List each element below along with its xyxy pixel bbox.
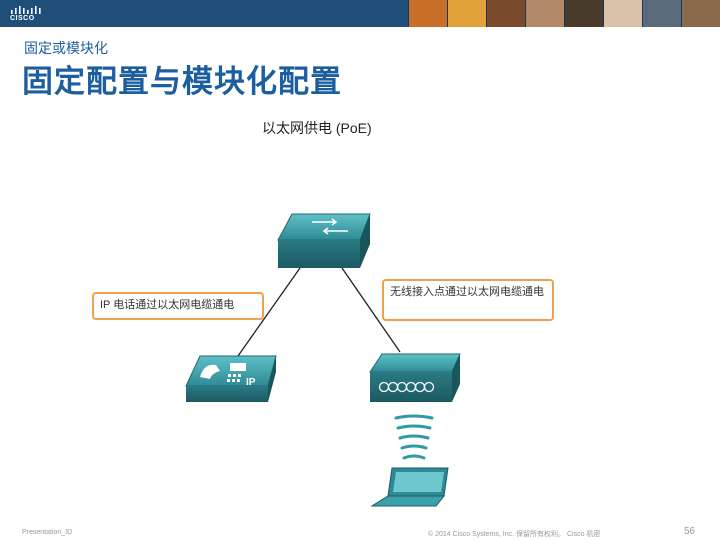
- callout-ip-phone: IP 电话通过以太网电缆通电: [92, 292, 264, 320]
- access-point-icon: [369, 353, 461, 402]
- switch-icon: [277, 213, 371, 268]
- header-photo-strip: [408, 0, 720, 27]
- link-switch-ap: [341, 267, 401, 353]
- slide-title: 固定配置与模块化配置: [22, 64, 342, 99]
- link-switch-phone: [237, 267, 301, 357]
- header-photo: [603, 0, 642, 27]
- header-photo: [525, 0, 564, 27]
- header-photo: [486, 0, 525, 27]
- slide-subtitle: 固定或模块化: [24, 40, 108, 56]
- header-photo: [642, 0, 681, 27]
- diagram-title: 以太网供电 (PoE): [262, 120, 372, 136]
- callout-access-point: 无线接入点通过以太网电缆通电: [382, 279, 554, 321]
- page-number: 56: [684, 526, 696, 537]
- header-photo: [564, 0, 603, 27]
- laptop-icon: [370, 467, 449, 507]
- logo-text: CISCO: [10, 15, 35, 22]
- phone-ip-label: IP: [246, 377, 256, 388]
- header-photo: [408, 0, 447, 27]
- wireless-signal-icon: [394, 414, 434, 460]
- header-photo: [447, 0, 486, 27]
- ip-phone-icon: IP: [185, 355, 277, 402]
- cisco-logo-icon: [11, 6, 41, 14]
- footer-copyright: © 2014 Cisco Systems, Inc. 保留所有权利。 Cisco…: [428, 531, 601, 538]
- header-photo: [681, 0, 720, 27]
- header-bar: CISCO: [0, 0, 720, 27]
- footer-presentation-id: Presentation_ID: [22, 529, 73, 536]
